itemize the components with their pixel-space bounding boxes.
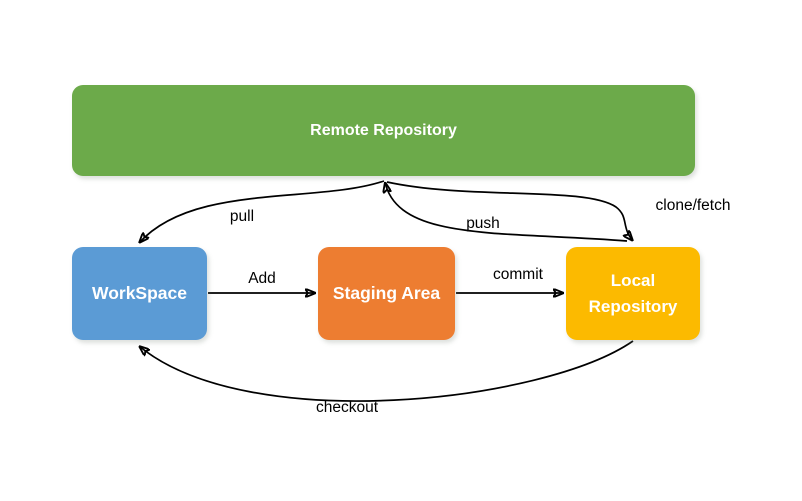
node-remote-repository: Remote Repository [72,85,695,176]
edge-label-checkout: checkout [315,399,379,416]
edge-clone-fetch-arrow [386,181,633,241]
node-remote-repository-label: Remote Repository [310,121,457,139]
edge-push-arrow [385,182,628,242]
edge-pull-arrow [139,180,385,243]
edge-label-push: push [466,215,500,232]
edge-label-commit: commit [493,266,543,283]
node-staging-area: Staging Area [318,247,455,340]
node-local-repository: Local Repository [566,247,700,340]
edge-label-pull: pull [229,208,255,225]
node-local-repository-label: Local Repository [588,271,678,316]
node-workspace-label: WorkSpace [92,283,187,303]
edge-label-add: Add [248,270,276,287]
node-staging-area-label: Staging Area [332,283,441,303]
edge-label-clone-fetch: clone/fetch [655,197,731,214]
edge-checkout-arrow [139,340,634,402]
node-workspace: WorkSpace [72,247,207,340]
